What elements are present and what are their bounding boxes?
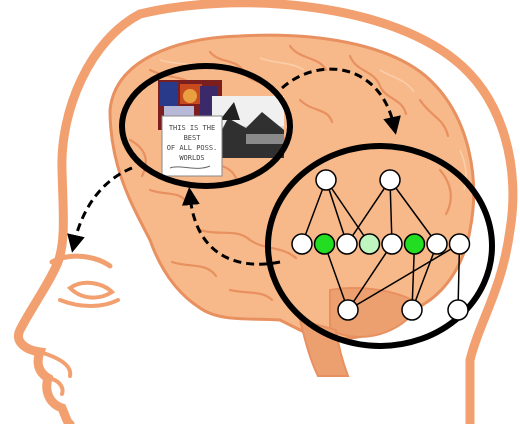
middle-node-bright — [313, 233, 336, 255]
top-node — [315, 169, 337, 191]
memory-ellipse — [119, 63, 293, 189]
note-line-4: WORLDS — [179, 154, 204, 162]
dashed-arrows — [67, 67, 401, 266]
edge-top-middle — [301, 179, 327, 245]
arrow-network-to-memory — [181, 187, 281, 266]
bottom-node — [401, 299, 423, 321]
face-features — [38, 253, 120, 396]
edge-bottom-middle — [411, 243, 416, 311]
edge-bottom-middle — [347, 243, 460, 311]
memory-region: THIS IS THE BEST OF ALL POSS. WORLDS — [119, 63, 293, 189]
middle-node-white — [336, 233, 358, 255]
edge-bottom-middle — [347, 243, 393, 311]
middle-node-white — [426, 233, 448, 255]
edge-top-middle — [346, 179, 391, 245]
edge-bottom-middle — [411, 243, 438, 311]
middle-node-white — [291, 233, 313, 255]
bottom-node — [337, 299, 359, 321]
network-region — [265, 143, 495, 349]
memory-landscape-photo — [212, 96, 284, 158]
middle-node-bright — [403, 233, 426, 255]
note-line-3: OF ALL POSS. — [167, 144, 218, 152]
middle-node-white — [381, 233, 403, 255]
bottom-node — [447, 299, 469, 321]
note-line-1: THIS IS THE — [169, 124, 215, 132]
edge-top-middle — [389, 179, 438, 245]
edge-bottom-middle — [457, 243, 461, 311]
edge-top-middle — [325, 179, 348, 245]
edge-bottom-middle — [323, 243, 349, 311]
top-node — [379, 169, 401, 191]
arrow-memory-to-network — [281, 67, 401, 135]
middle-node-white — [448, 233, 471, 255]
network-nodes — [291, 169, 471, 321]
note-line-2: BEST — [184, 134, 202, 142]
edge-top-middle — [325, 179, 371, 245]
middle-node-pale — [358, 233, 381, 255]
head-outline — [14, 0, 518, 424]
memory-handwritten-note: THIS IS THE BEST OF ALL POSS. WORLDS — [161, 115, 223, 177]
network-ellipse — [265, 143, 495, 349]
